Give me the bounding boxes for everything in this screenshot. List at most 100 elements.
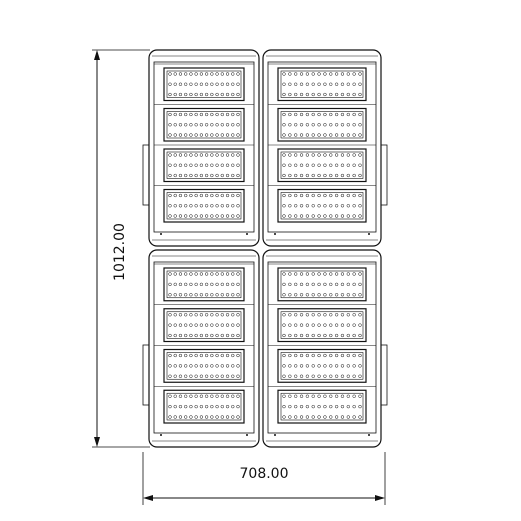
led-dot	[178, 364, 183, 368]
led-dot	[358, 323, 362, 327]
led-dot	[204, 153, 209, 157]
led-dot	[282, 404, 286, 409]
led-dot	[189, 404, 193, 409]
led-dot	[173, 313, 177, 317]
led-dot	[305, 282, 310, 287]
led-dot	[346, 272, 350, 276]
led-dot	[346, 193, 350, 198]
led-dot	[294, 72, 298, 76]
led-panel-inner	[280, 70, 364, 98]
led-dot	[194, 374, 198, 378]
led-panel-inner	[280, 270, 364, 299]
led-dot	[236, 72, 240, 76]
led-dot	[282, 123, 286, 127]
led-dot	[340, 272, 345, 276]
led-panel	[163, 267, 245, 302]
led-dot	[311, 404, 315, 409]
led-dot	[288, 153, 292, 157]
led-dot	[184, 173, 188, 178]
side-bracket	[142, 344, 150, 406]
led-dot	[305, 193, 310, 198]
led-dot	[346, 123, 350, 127]
led-dot	[352, 364, 356, 368]
led-panel	[163, 107, 245, 142]
led-dot	[329, 364, 333, 368]
led-dot	[329, 404, 333, 409]
led-dot	[189, 293, 193, 297]
led-dot	[282, 374, 286, 378]
led-dot	[225, 123, 230, 127]
led-dot	[173, 333, 177, 338]
led-dot	[294, 323, 298, 327]
led-dot	[288, 82, 292, 86]
led-dot	[231, 323, 235, 327]
led-dot	[334, 282, 339, 287]
led-dot	[173, 374, 177, 378]
led-dot	[173, 72, 177, 76]
led-dot	[199, 394, 204, 398]
led-dot	[323, 293, 327, 297]
led-dot	[210, 415, 214, 419]
led-dot	[194, 313, 198, 317]
screw-mark	[368, 233, 370, 235]
led-dot	[199, 214, 204, 218]
led-dot	[210, 82, 214, 86]
led-dot	[168, 92, 172, 97]
led-dot	[215, 374, 219, 378]
led-dot	[282, 82, 286, 86]
led-dot	[199, 112, 204, 117]
led-dot	[323, 415, 327, 419]
led-dot	[329, 394, 333, 398]
led-dot	[225, 204, 230, 208]
led-dot	[358, 272, 362, 276]
led-dot	[346, 82, 350, 86]
led-dot	[317, 204, 321, 208]
led-dot	[236, 353, 240, 358]
led-dot	[294, 313, 298, 317]
led-dot	[210, 72, 214, 76]
led-panel	[277, 308, 367, 343]
led-dot	[173, 214, 177, 218]
module	[262, 249, 388, 448]
led-dot	[189, 364, 193, 368]
led-dot	[204, 333, 209, 338]
led-dot	[189, 204, 193, 208]
led-dot	[225, 313, 230, 317]
screw-mark	[368, 434, 370, 436]
led-dot	[305, 364, 310, 368]
led-dot	[184, 415, 188, 419]
led-dot	[311, 92, 315, 97]
led-dot	[220, 272, 224, 276]
led-dot	[173, 82, 177, 86]
led-dot	[184, 374, 188, 378]
led-dot	[317, 133, 321, 137]
screw-mark	[246, 233, 248, 235]
led-dot	[317, 364, 321, 368]
led-panel	[277, 348, 367, 383]
led-dot	[220, 394, 224, 398]
led-panel-inner	[166, 270, 242, 299]
led-dot	[189, 112, 193, 117]
led-dot	[358, 214, 362, 218]
led-dot	[288, 92, 292, 97]
led-dot	[352, 415, 356, 419]
led-dot	[311, 82, 315, 86]
led-dot	[317, 282, 321, 287]
led-dot	[173, 123, 177, 127]
led-dot	[299, 404, 304, 409]
led-dot	[204, 313, 209, 317]
led-dot	[236, 404, 240, 409]
led-dot	[317, 193, 321, 198]
led-dot	[173, 364, 177, 368]
led-dot	[305, 333, 310, 338]
led-dot	[352, 204, 356, 208]
led-dot	[178, 353, 183, 358]
led-dot	[352, 353, 356, 358]
led-dot	[178, 333, 183, 338]
led-dot	[204, 293, 209, 297]
led-dot	[346, 313, 350, 317]
led-dot	[358, 173, 362, 178]
led-dot	[184, 293, 188, 297]
module	[262, 49, 388, 247]
led-dot	[231, 364, 235, 368]
